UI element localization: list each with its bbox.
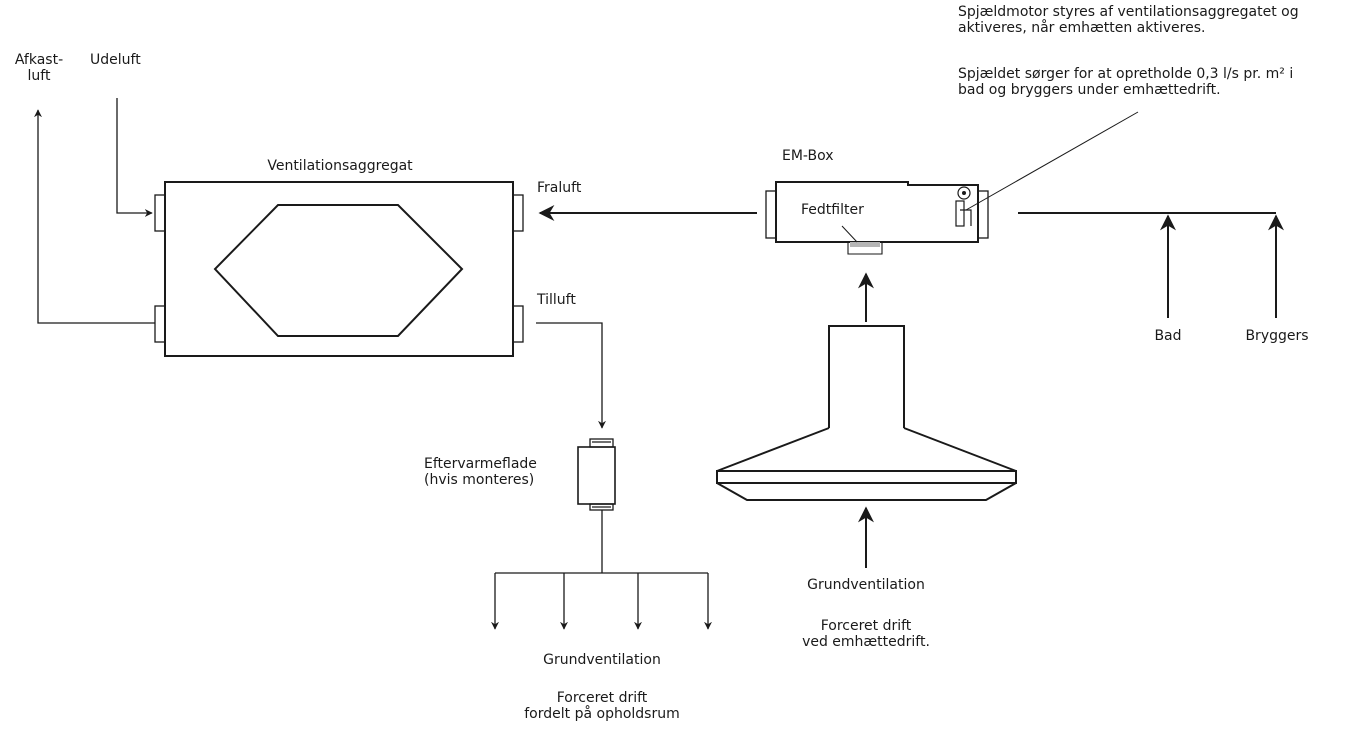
damper-motor-note-line2: aktiveres, når emhætten aktiveres. bbox=[958, 20, 1206, 36]
grease-filter bbox=[850, 242, 880, 247]
damper-motor-icon bbox=[955, 186, 972, 227]
em-box-title: EM-Box bbox=[782, 148, 834, 164]
tilluft-label: Tilluft bbox=[537, 292, 576, 308]
afkastluft-label-line1: Afkast- bbox=[14, 52, 64, 68]
port-afkastluft bbox=[154, 305, 166, 343]
tilluft-arrow bbox=[536, 322, 606, 429]
basic-ventilation-left-label: Grundventilation bbox=[543, 652, 661, 668]
udeluft-arrow bbox=[116, 98, 153, 217]
afkastluft-label-line2: luft bbox=[27, 68, 51, 84]
damper-note-line1: Spjældet sørger for at opretholde 0,3 l/… bbox=[958, 66, 1294, 82]
note-leader-line bbox=[965, 111, 1139, 211]
port-fraluft bbox=[512, 194, 524, 232]
bad-label: Bad bbox=[1154, 328, 1182, 344]
afkastluft-label: Afkast- luft bbox=[8, 52, 70, 84]
forced-operation-left-label: Forceret drift fordelt på opholdsrum bbox=[490, 690, 714, 722]
forced-operation-left-line1: Forceret drift bbox=[556, 690, 648, 706]
udeluft-label: Udeluft bbox=[90, 52, 141, 68]
afkastluft-arrow bbox=[34, 109, 155, 324]
damper-note-line2: bad og bryggers under emhættedrift. bbox=[958, 82, 1221, 98]
port-udeluft bbox=[154, 194, 166, 232]
grease-filter-label: Fedtfilter bbox=[801, 202, 864, 218]
basic-ventilation-mid-label: Grundventilation bbox=[807, 577, 925, 593]
em-box bbox=[765, 181, 989, 255]
reheater-unit bbox=[577, 438, 616, 511]
embox-port-left bbox=[765, 190, 777, 239]
forced-operation-mid-line2: ved emhættedrift. bbox=[802, 634, 930, 650]
port-tilluft bbox=[512, 305, 524, 343]
damper-motor-note: Spjældmotor styres af ventilationsaggreg… bbox=[958, 4, 1299, 36]
cooker-hood bbox=[716, 325, 1017, 501]
fraluft-label: Fraluft bbox=[537, 180, 582, 196]
reheater-label-line1: Eftervarmeflade bbox=[424, 456, 537, 472]
embox-port-right bbox=[977, 190, 989, 239]
damper-motor-note-line1: Spjældmotor styres af ventilationsaggreg… bbox=[958, 4, 1299, 20]
distribution-branches bbox=[491, 510, 712, 630]
bryggers-label: Bryggers bbox=[1245, 328, 1309, 344]
forced-operation-mid-line1: Forceret drift bbox=[820, 618, 912, 634]
ventilation-unit-title: Ventilationsaggregat bbox=[267, 158, 413, 174]
forced-operation-left-line2: fordelt på opholdsrum bbox=[524, 706, 680, 722]
reheater-label-line2: (hvis monteres) bbox=[424, 472, 535, 488]
forced-operation-mid-label: Forceret drift ved emhættedrift. bbox=[774, 618, 958, 650]
reheater-label: Eftervarmeflade (hvis monteres) bbox=[424, 456, 537, 488]
damper-note: Spjældet sørger for at opretholde 0,3 l/… bbox=[958, 66, 1293, 98]
ventilation-unit bbox=[154, 181, 524, 357]
heat-exchanger-hexagon bbox=[213, 204, 464, 337]
